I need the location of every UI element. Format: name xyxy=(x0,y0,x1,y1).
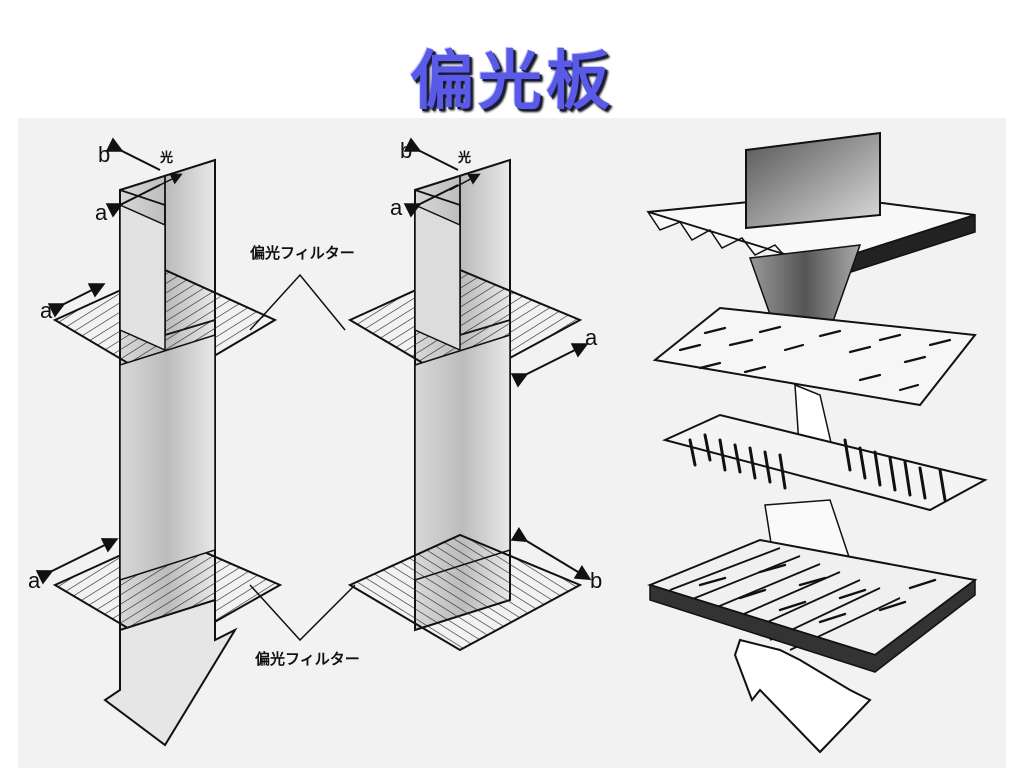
label-a-middle-top: a xyxy=(390,195,403,220)
filter-label-bottom: 偏光フィルター xyxy=(255,650,360,668)
right-figure xyxy=(646,131,988,754)
middle-figure: b 光 a a b 偏光フィルター xyxy=(249,137,602,668)
label-a-left-top: a xyxy=(95,200,108,225)
label-b-left: b xyxy=(98,142,110,167)
label-a-middle-filter: a xyxy=(585,325,598,350)
label-b-middle-top: b xyxy=(400,138,412,163)
label-b-middle-filter: b xyxy=(590,568,602,593)
page-title: 偏光板 xyxy=(410,44,614,119)
label-light-middle: 光 xyxy=(457,150,471,166)
left-figure: b 光 a a a 偏光フィルター xyxy=(28,137,355,747)
label-a-left-filter-bottom: a xyxy=(28,568,41,593)
label-a-left-filter-top: a xyxy=(40,298,53,323)
filter-label-top: 偏光フィルター xyxy=(250,244,355,262)
label-light-left: 光 xyxy=(159,150,173,166)
